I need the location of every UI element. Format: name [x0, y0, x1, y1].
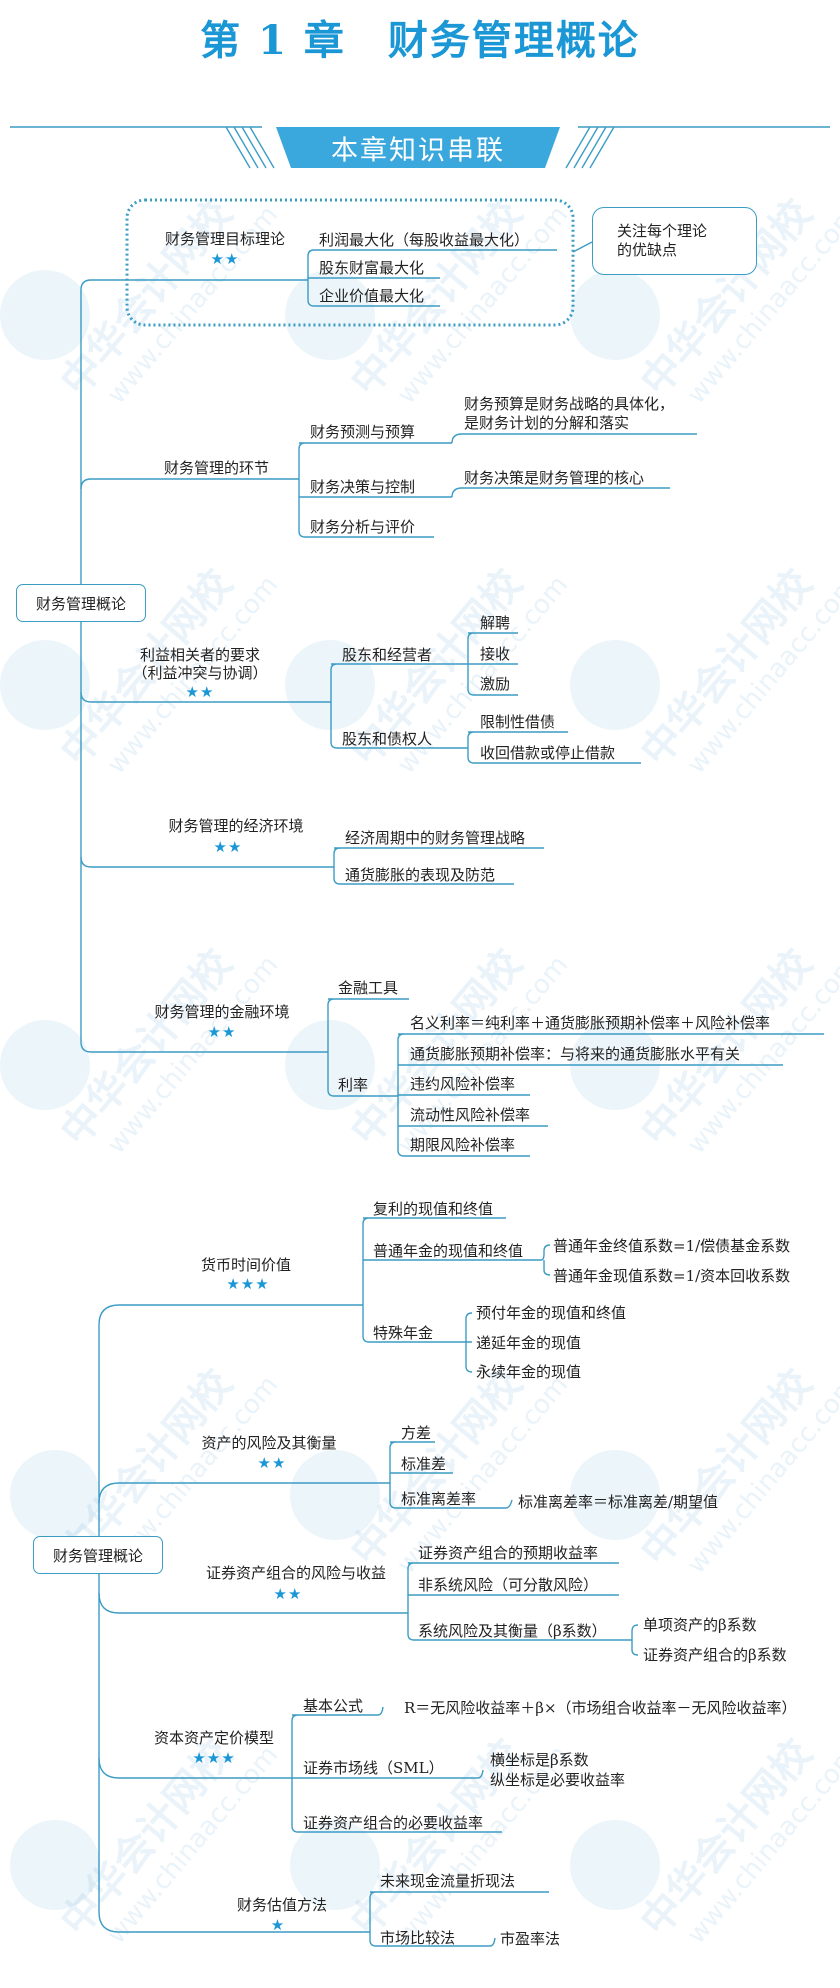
- section-banner: 本章知识串联: [331, 135, 505, 167]
- rate-item: 通货膨胀预期补偿率：与将来的通货膨胀水平有关: [410, 1045, 741, 1063]
- stakeholders-label: 利益相关者的要求: [139, 646, 261, 664]
- portfolio-item: 证券资产组合的预期收益率: [418, 1544, 599, 1562]
- importance-stars: ★: [270, 1916, 286, 1934]
- watermark-logo-icon: [10, 1450, 100, 1540]
- importance-stars: ★★: [207, 1023, 237, 1041]
- budget-note: 财务预算是财务战略的具体化，: [464, 395, 675, 413]
- beta-item: 单项资产的β系数: [643, 1616, 757, 1634]
- chapter-title: 第 1 章 财务管理概论: [200, 17, 640, 64]
- rate-item: 名义利率＝纯利率＋通货膨胀预期补偿率＋风险补偿率: [410, 1014, 771, 1032]
- economic-item: 经济周期中的财务管理战略: [345, 829, 526, 847]
- rate-item: 期限风险补偿率: [410, 1136, 516, 1154]
- watermark-logo-icon: [290, 1450, 380, 1540]
- capm-item: 基本公式: [303, 1697, 364, 1715]
- risk-item: 方差: [401, 1424, 432, 1442]
- importance-stars: ★★: [185, 683, 215, 701]
- watermark-logo-icon: [570, 640, 660, 730]
- risk-formula: 标准离差率＝标准离差/期望值: [518, 1493, 719, 1511]
- root-node: 财务管理概论: [16, 584, 146, 622]
- watermark-logo-icon: [285, 640, 375, 730]
- stage-item: 财务决策与控制: [310, 478, 416, 496]
- capm-label: 资本资产定价模型: [153, 1729, 275, 1747]
- valuation-label: 财务估值方法: [236, 1896, 328, 1914]
- capm-item: 证券市场线（SML）: [303, 1759, 444, 1777]
- sml-note: 横坐标是β系数: [490, 1751, 589, 1769]
- importance-stars: ★★: [273, 1585, 303, 1603]
- stakeholder-item: 接收: [480, 645, 511, 663]
- special-annuity-item: 永续年金的现值: [476, 1363, 582, 1381]
- watermark-logo-icon: [0, 640, 90, 730]
- interest-rate: 利率: [338, 1076, 369, 1094]
- goal-item: 股东财富最大化: [319, 259, 425, 277]
- note-line: 关注每个理论: [617, 222, 708, 240]
- annuity-item: 普通年金现值系数=1/资本回收系数: [553, 1267, 791, 1285]
- note-callout: 关注每个理论 的优缺点: [592, 207, 757, 275]
- financial-label: 财务管理的金融环境: [154, 1003, 290, 1021]
- financial-tools: 金融工具: [338, 979, 399, 997]
- portfolio-item: 非系统风险（可分散风险）: [418, 1576, 599, 1594]
- importance-stars: ★★★: [226, 1275, 270, 1293]
- stage-item: 财务分析与评价: [310, 518, 416, 536]
- capm-formula: R＝无风险收益率＋β×（市场组合收益率－无风险收益率）: [404, 1699, 797, 1717]
- watermark-logo-icon: [570, 270, 660, 360]
- importance-stars: ★★: [213, 838, 243, 856]
- risk-label: 资产的风险及其衡量: [201, 1434, 337, 1452]
- watermark-logo-icon: [570, 1820, 660, 1910]
- watermark-logo-icon: [0, 1020, 90, 1110]
- importance-stars: ★★★: [192, 1749, 236, 1767]
- valuation-item: 市场比较法: [380, 1929, 456, 1947]
- banner-shape: [276, 127, 560, 168]
- stakeholder-item: 解聘: [480, 614, 511, 632]
- stakeholders-sublabel: （利益冲突与协调）: [132, 664, 268, 682]
- goal-group-outline: [125, 198, 575, 327]
- watermark-logo-icon: [285, 270, 375, 360]
- importance-stars: ★★: [257, 1454, 287, 1472]
- stages-label: 财务管理的环节: [164, 459, 270, 477]
- root-node: 财务管理概论: [33, 1536, 163, 1574]
- annuity-item: 普通年金终值系数=1/偿债基金系数: [553, 1237, 791, 1255]
- tvm-item: 特殊年金: [373, 1324, 434, 1342]
- budget-note: 是财务计划的分解和落实: [464, 414, 630, 432]
- stakeholder-item: 激励: [480, 675, 511, 693]
- tvm-label: 货币时间价值: [200, 1256, 292, 1274]
- watermark-logo-icon: [570, 1450, 660, 1540]
- portfolio-label: 证券资产组合的风险与收益: [205, 1564, 387, 1582]
- goal-theory-label: 财务管理目标理论: [164, 230, 286, 248]
- stakeholder-group: 股东和经营者: [342, 646, 433, 664]
- watermark-logo-icon: [290, 1820, 380, 1910]
- goal-item: 利润最大化（每股收益最大化）: [319, 231, 530, 249]
- pe-ratio-method: 市盈率法: [500, 1930, 561, 1948]
- note-line: 的优缺点: [617, 241, 678, 259]
- stakeholder-group: 股东和债权人: [342, 730, 433, 748]
- risk-item: 标准离差率: [401, 1490, 477, 1508]
- special-annuity-item: 递延年金的现值: [476, 1334, 582, 1352]
- decision-note: 财务决策是财务管理的核心: [464, 469, 645, 487]
- importance-stars: ★★: [210, 250, 240, 268]
- tvm-item: 复利的现值和终值: [373, 1200, 494, 1218]
- economic-item: 通货膨胀的表现及防范: [345, 866, 496, 884]
- rate-item: 违约风险补偿率: [410, 1075, 516, 1093]
- rate-item: 流动性风险补偿率: [410, 1106, 531, 1124]
- valuation-item: 未来现金流量折现法: [380, 1872, 516, 1890]
- risk-item: 标准差: [401, 1455, 447, 1473]
- portfolio-item: 系统风险及其衡量（β系数）: [418, 1622, 607, 1640]
- economic-label: 财务管理的经济环境: [168, 817, 304, 835]
- goal-item: 企业价值最大化: [319, 287, 425, 305]
- capm-item: 证券资产组合的必要收益率: [303, 1814, 484, 1832]
- tvm-item: 普通年金的现值和终值: [373, 1242, 524, 1260]
- special-annuity-item: 预付年金的现值和终值: [476, 1304, 627, 1322]
- sml-note: 纵坐标是必要收益率: [490, 1771, 626, 1789]
- stage-item: 财务预测与预算: [310, 423, 416, 441]
- stakeholder-item: 收回借款或停止借款: [480, 744, 616, 762]
- watermark-logo-icon: [10, 1820, 100, 1910]
- watermark-logo-icon: [0, 270, 90, 360]
- beta-item: 证券资产组合的β系数: [643, 1646, 787, 1664]
- stakeholder-item: 限制性借债: [480, 713, 556, 731]
